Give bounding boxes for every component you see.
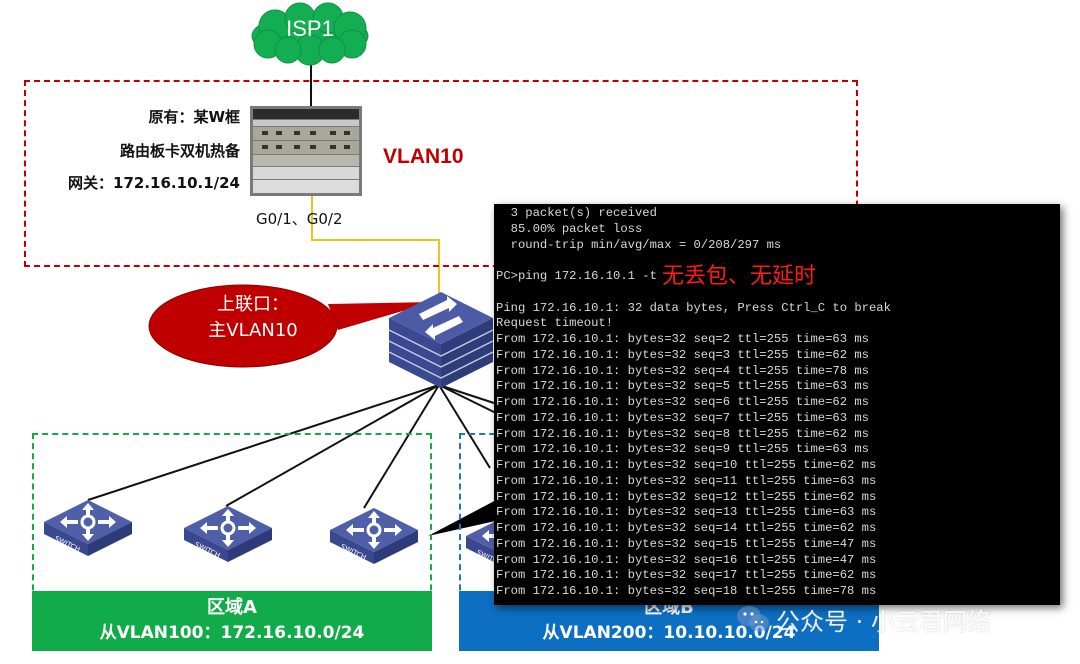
terminal-line: Request timeout! (496, 316, 614, 331)
uplink-callout-text: 上联口： 主VLAN10 (158, 292, 348, 344)
terminal-line: From 172.16.10.1: bytes=32 seq=18 ttl=25… (496, 584, 877, 598)
isp-cloud-icon (251, 2, 369, 66)
terminal-line: From 172.16.10.1: bytes=32 seq=11 ttl=25… (496, 473, 877, 488)
core-vlan-label: VLAN10 (383, 145, 464, 168)
watermark-text: 公众号 · 小云君网络 (776, 608, 991, 636)
zone-b-subnet: 从VLAN200：10.10.10.0/24 (542, 623, 796, 643)
terminal-line: 85.00% packet loss (496, 221, 643, 236)
terminal-line: From 172.16.10.1: bytes=32 seq=16 ttl=25… (496, 552, 877, 567)
terminal-line: From 172.16.10.1: bytes=32 seq=12 ttl=25… (496, 489, 877, 504)
terminal-line: From 172.16.10.1: bytes=32 seq=7 ttl=255… (496, 410, 869, 425)
zone-a-banner: 区域A 从VLAN100：172.16.10.0/24 (32, 591, 432, 651)
wechat-icon (737, 606, 769, 632)
terminal-line: From 172.16.10.1: bytes=32 seq=17 ttl=25… (496, 568, 877, 583)
terminal-line: From 172.16.10.1: bytes=32 seq=15 ttl=25… (496, 536, 877, 551)
terminal-pointer (428, 498, 500, 536)
core-ports-label: G0/1、G0/2 (256, 210, 343, 228)
zone-a-title: 区域A (207, 597, 257, 618)
core-desc-line-1: 原有：某W框 (148, 108, 240, 126)
access-switch-a2-icon[interactable] (184, 506, 274, 564)
terminal-line: From 172.16.10.1: bytes=32 seq=4 ttl=255… (496, 363, 869, 378)
terminal-line: From 172.16.10.1: bytes=32 seq=9 ttl=255… (496, 442, 869, 457)
access-links (87, 384, 501, 509)
callout-line-2: 主VLAN10 (208, 320, 298, 341)
terminal-output: 3 packet(s) received 85.00% packet loss … (496, 206, 891, 600)
core-zone-border (24, 80, 858, 267)
zone-a-subnet: 从VLAN100：172.16.10.0/24 (99, 623, 365, 643)
access-switch-a3-icon[interactable] (330, 508, 420, 566)
terminal-line: From 172.16.10.1: bytes=32 seq=10 ttl=25… (496, 458, 877, 472)
core-desc-line-2: 路由板卡双机热备 (119, 142, 240, 160)
chassis-router-icon[interactable] (250, 106, 362, 196)
terminal-line: 3 packet(s) received (496, 206, 657, 220)
core-desc-line-3: 网关：172.16.10.1/24 (68, 174, 240, 192)
uplink-yellow (311, 196, 440, 298)
callout-line-1: 上联口： (217, 294, 289, 315)
terminal-line: round-trip min/avg/max = 0/208/297 ms (496, 237, 782, 252)
aggregation-switch-icon[interactable] (389, 292, 493, 388)
terminal-line: Ping 172.16.10.1: 32 data bytes, Press C… (496, 300, 891, 315)
terminal-line: From 172.16.10.1: bytes=32 seq=2 ttl=255… (496, 332, 869, 346)
terminal-line: From 172.16.10.1: bytes=32 seq=14 ttl=25… (496, 521, 877, 535)
terminal-line: From 172.16.10.1: bytes=32 seq=13 ttl=25… (496, 505, 877, 520)
terminal-annotation: 无丢包、无延时 (662, 264, 817, 289)
terminal-line: From 172.16.10.1: bytes=32 seq=3 ttl=255… (496, 347, 869, 362)
ping-terminal-window[interactable]: 3 packet(s) received 85.00% packet loss … (494, 204, 1060, 605)
isp-label: ISP1 (286, 16, 334, 41)
terminal-line: From 172.16.10.1: bytes=32 seq=8 ttl=255… (496, 426, 869, 441)
terminal-line: PC>ping 172.16.10.1 -t (496, 269, 657, 283)
terminal-line: From 172.16.10.1: bytes=32 seq=5 ttl=255… (496, 379, 869, 394)
access-switch-a1-icon[interactable] (44, 500, 134, 558)
terminal-line: From 172.16.10.1: bytes=32 seq=6 ttl=255… (496, 395, 869, 409)
uplink-callout-bubble (148, 284, 433, 368)
